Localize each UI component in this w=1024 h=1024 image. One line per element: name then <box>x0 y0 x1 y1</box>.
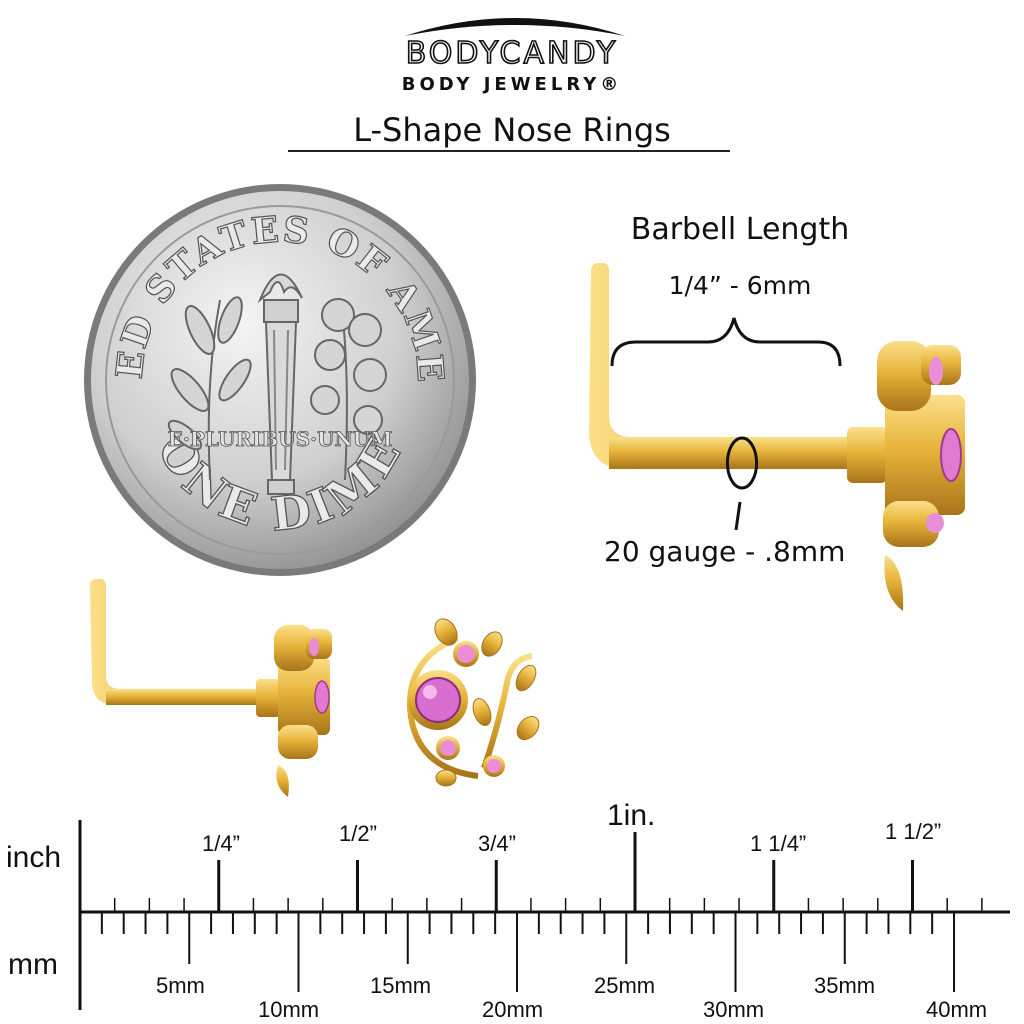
ruler-unit-mm: mm <box>8 948 58 981</box>
small-nose-ring-side-image <box>90 579 332 797</box>
inch-label-quarter: 1/4” <box>202 831 240 856</box>
mm-label-10: 10mm <box>258 997 320 1022</box>
inch-label-half: 1/2” <box>339 821 377 846</box>
mm-label-25: 25mm <box>594 973 656 998</box>
gauge-label: 20 gauge - .8mm <box>604 535 846 568</box>
mm-label-35: 35mm <box>814 973 876 998</box>
ruler-unit-inch: inch <box>6 841 62 874</box>
coin-motto: E·PLURIBUS·UNUM <box>168 427 393 451</box>
mm-label-15: 15mm <box>370 973 432 998</box>
gauge-left-marker <box>725 436 743 490</box>
brand-arc-logo <box>405 18 625 36</box>
page-title: L-Shape Nose Rings <box>353 111 671 149</box>
measurement-markers <box>610 317 842 530</box>
gauge-right-marker <box>741 436 759 490</box>
barbell-length-label: Barbell Length <box>630 212 850 247</box>
large-nose-ring-image <box>589 263 965 611</box>
title-underline <box>288 150 730 152</box>
inch-label-three-quarter: 3/4” <box>478 831 516 856</box>
mm-label-40: 40mm <box>926 997 988 1022</box>
mm-label-5: 5mm <box>156 973 205 998</box>
inch-label-one-quarter: 1 1/4” <box>750 831 807 856</box>
brand-logo-text: BODYCANDY <box>405 36 619 71</box>
torch-icon <box>257 273 303 495</box>
dime-coin-image: UNITED STATES OF AMERICA ONE DIME E·PLUR… <box>80 180 476 576</box>
oak-branch-icon <box>310 298 387 481</box>
ruler-scale <box>78 820 1010 1010</box>
small-nose-ring-front-image <box>406 618 540 787</box>
inch-label-one-half: 1 1/2” <box>885 819 942 844</box>
barbell-length-value: 1/4” - 6mm <box>668 271 812 300</box>
inch-label-one: 1in. <box>607 799 656 832</box>
brand-subtitle: BODY JEWELRY® <box>401 74 623 95</box>
mm-label-30: 30mm <box>703 997 765 1022</box>
barbell-brace <box>610 317 842 367</box>
mm-label-20: 20mm <box>482 997 544 1022</box>
olive-branch-icon <box>167 296 252 481</box>
